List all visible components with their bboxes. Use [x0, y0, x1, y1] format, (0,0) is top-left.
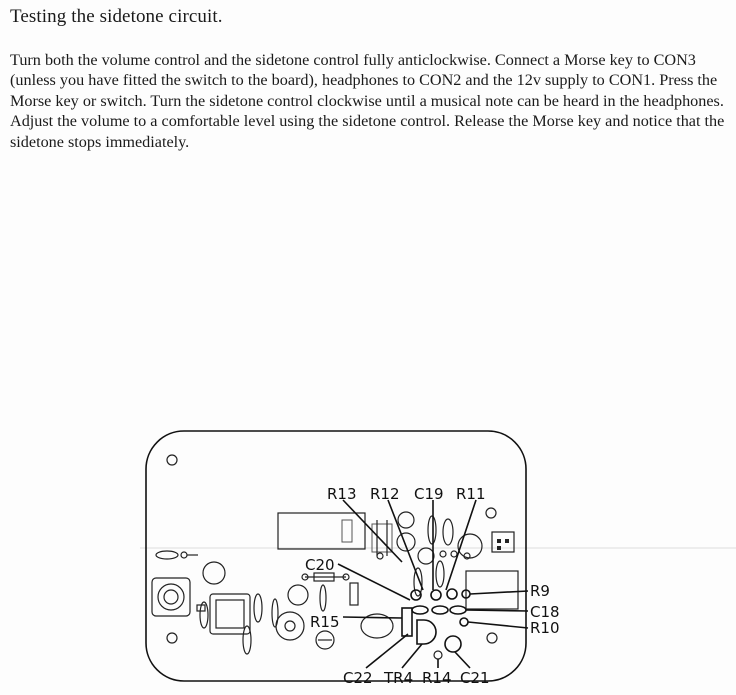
label-r15: R15 — [310, 613, 340, 631]
label-r13: R13 — [327, 485, 357, 503]
label-r12: R12 — [370, 485, 400, 503]
label-tr4: TR4 — [383, 669, 413, 687]
label-c20: C20 — [305, 556, 335, 574]
mounting-hole — [166, 454, 178, 466]
label-c18: C18 — [530, 603, 560, 621]
label-r11: R11 — [456, 485, 486, 503]
mounting-hole — [486, 632, 498, 644]
pcb-board-outline — [145, 430, 527, 682]
label-r10: R10 — [530, 619, 560, 637]
label-r9: R9 — [530, 582, 550, 600]
label-c22: C22 — [343, 669, 373, 687]
label-c21: C21 — [460, 669, 490, 687]
mounting-hole — [485, 507, 497, 519]
label-c19: C19 — [414, 485, 444, 503]
mounting-hole — [166, 632, 178, 644]
label-r14: R14 — [422, 669, 452, 687]
page-title: Testing the sidetone circuit. — [10, 6, 223, 27]
instruction-paragraph: Turn both the volume control and the sid… — [10, 51, 725, 151]
